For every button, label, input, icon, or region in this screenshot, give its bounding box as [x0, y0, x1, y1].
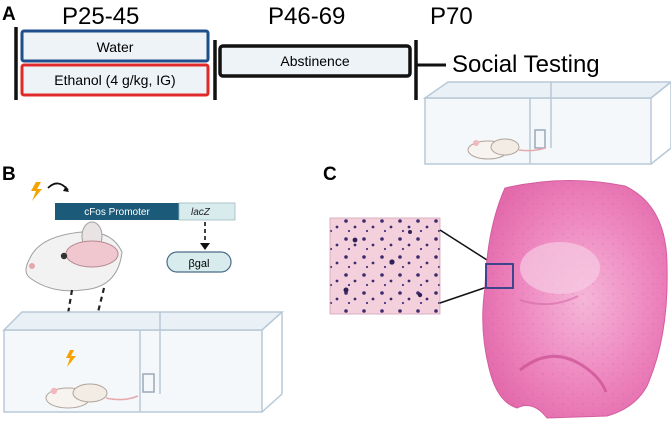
panel-a-label: A: [2, 4, 16, 25]
curved-arrow-head-icon: [63, 186, 69, 192]
period-p70-label: P70: [430, 3, 473, 30]
social-testing-label: Social Testing: [452, 51, 600, 78]
abstinence-label: Abstinence: [280, 53, 349, 69]
bgal-protein-badge: βgal: [166, 251, 232, 273]
arena-stimulus-bolt-icon: [66, 350, 76, 367]
lacz-label: lacZ: [191, 207, 211, 218]
zoom-line-bottom: [439, 286, 488, 304]
mice-a-icon: [467, 138, 546, 160]
magnified-inset-image: [329, 217, 441, 315]
water-group-box: Water: [20, 29, 210, 63]
expression-arrow-head-icon: [200, 243, 210, 250]
mice-b-icon: [45, 383, 139, 409]
gene-construct: cFos Promoter lacZ: [55, 202, 236, 221]
panel-c: C: [323, 164, 668, 419]
period-p46-69-label: P46-69: [268, 3, 345, 30]
cfos-promoter-label: cFos Promoter: [84, 207, 150, 218]
abstinence-box: Abstinence: [218, 44, 412, 78]
arena-a-illustration: [422, 81, 671, 165]
panel-b: B cFos Promoter lacZ βgal: [2, 164, 284, 413]
zoom-line-top: [439, 229, 488, 261]
zoom-region-box: [485, 263, 514, 289]
ethanol-group-box: Ethanol (4 g/kg, IG): [20, 63, 210, 97]
panel-c-label: C: [323, 164, 337, 185]
mouse-head-icon: [25, 221, 123, 292]
water-label: Water: [97, 39, 134, 55]
panel-a: A P25-45 P46-69 P70 Water Ethanol (4 g/k…: [2, 3, 671, 165]
bgal-label: βgal: [188, 258, 209, 270]
brain-section-image: [482, 180, 668, 419]
period-p25-45-label: P25-45: [62, 3, 139, 30]
ethanol-label: Ethanol (4 g/kg, IG): [54, 72, 175, 88]
panel-b-label: B: [2, 164, 16, 185]
stimulus-bolt-icon: [31, 182, 42, 201]
